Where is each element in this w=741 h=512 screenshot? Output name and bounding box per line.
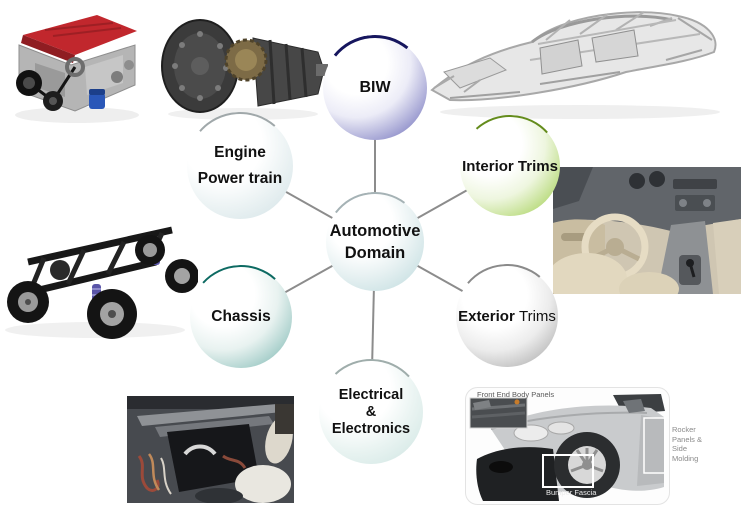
node-interior-trims: Interior Trims [460,116,560,216]
oil-filter [89,93,105,109]
biw-label: BIW [359,79,391,96]
rocker-panels-label: Rocker Panels & Side Molding [672,425,702,463]
engine-cover [23,15,137,55]
rocker-label-line: Molding [672,453,699,463]
node-electrical-electronics: Electrical & Electronics [319,360,423,464]
interior-photo [553,167,741,294]
rocker-label-line: Rocker [672,425,696,434]
node-chassis: Chassis [190,266,292,368]
bumper [476,447,559,501]
biw-frame-photo [430,11,720,119]
exterior-photo [465,387,670,505]
chassis-photo [5,226,198,339]
node-engine-powertrain: Engine Power train [187,113,293,219]
engine-photo [15,15,139,123]
engine-label-line1: Engine [214,144,266,161]
side-mirror [623,399,645,413]
electrical-label-line3: Electronics [331,420,411,437]
interior-trims-label: Interior Trims [462,157,558,175]
electrical-label-line2: & [365,403,377,420]
exterior-trims-label: Exterior Trims [458,308,556,325]
bumper-callout-box [542,454,594,488]
rocker-label-line: Side [672,444,688,453]
exterior-label-light: Trims [518,307,556,325]
exterior-label-bold: Exterior [458,307,515,325]
airbag-cover [235,465,291,503]
engine-label-line2: Power train [197,170,283,187]
node-automotive-domain: Automotive Domain [326,193,424,291]
electrical-photo [127,396,294,503]
center-label-line1: Automotive [329,222,421,240]
center-label-line2: Domain [344,244,406,262]
headlight [513,424,549,442]
rocker-label-line: Panels & [672,434,703,444]
front-end-panels-label: Front End Body Panels [477,390,555,399]
node-exterior-trims: Exterior Trims [456,265,558,367]
node-biw: BIW [323,36,427,140]
seat [553,253,627,294]
dash-cavity [167,424,259,492]
transmission-photo [161,19,328,120]
rocker-callout-box [643,417,666,474]
bumper-fascia-label: Bumper Fascia [546,488,597,497]
chassis-label: Chassis [211,308,271,325]
electrical-label-line1: Electrical [338,386,404,403]
